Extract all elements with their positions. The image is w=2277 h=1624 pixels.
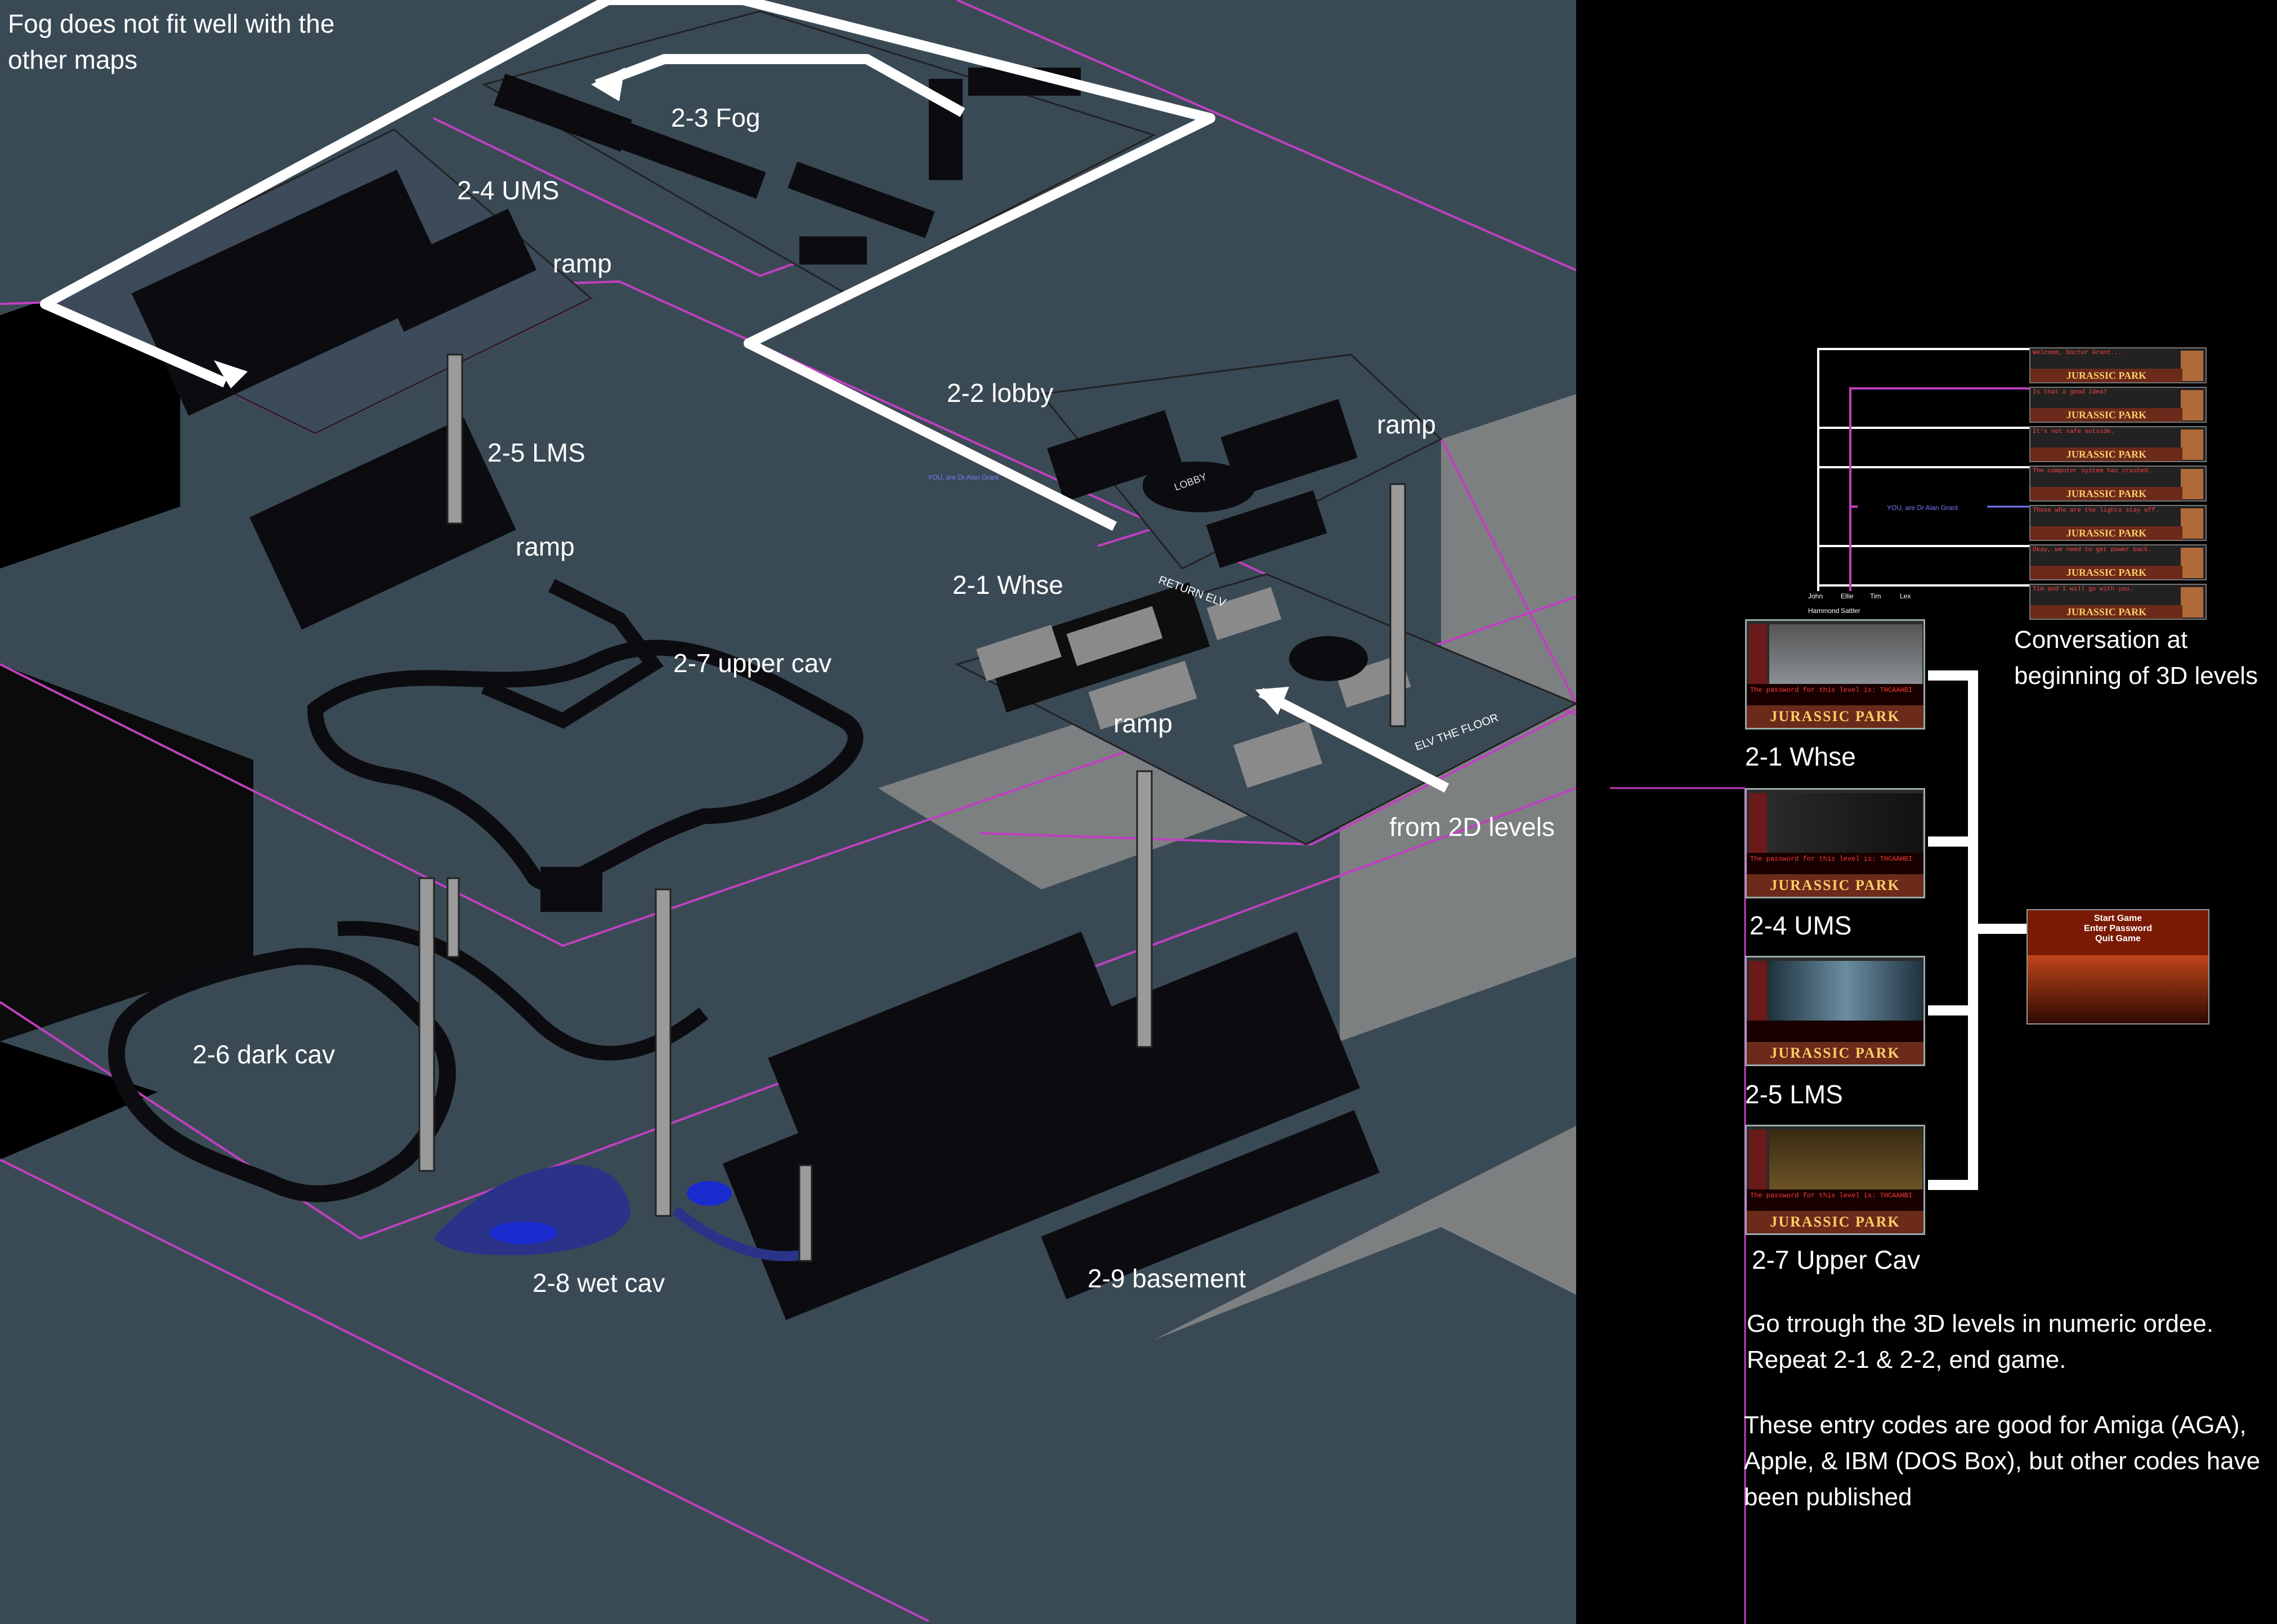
screenshot-2-1: The password for this level is: THCAAHBI… bbox=[1745, 619, 1925, 730]
char-john: John bbox=[1808, 592, 1823, 600]
level-label-2-7: 2-7 upper cav bbox=[673, 648, 832, 678]
menu-quit-game: Quit Game bbox=[2095, 934, 2141, 943]
route-arrow-fog bbox=[591, 68, 625, 101]
screenshot-2-7: The password for this level is: THCAAHBI… bbox=[1745, 1125, 1925, 1235]
shadow-wedge-mid bbox=[0, 664, 253, 1041]
conversation-row-1: Welcome, Doctor Grant...JURASSIC PARK bbox=[2029, 347, 2207, 383]
floor-2-3-fog bbox=[482, 10, 1156, 294]
tiny-grant-note: YOU, are Dr Alan Grant bbox=[928, 473, 999, 481]
elevator-shafts bbox=[418, 354, 1406, 1262]
conversation-row-7: Tim and I will go with you.JURASSIC PARK bbox=[2029, 584, 2207, 620]
panel-connectors bbox=[1610, 348, 2029, 1624]
level-label-2-2: 2-2 lobby bbox=[947, 378, 1054, 408]
ramp-label-lobby: ramp bbox=[1377, 410, 1436, 439]
shadow-wedge-low bbox=[0, 1041, 158, 1160]
title-menu-screenshot: Start Game Enter Password Quit Game bbox=[2027, 909, 2209, 1024]
level-label-2-4: 2-4 UMS bbox=[457, 176, 560, 205]
char-hammond: Hammond bbox=[1808, 607, 1840, 615]
route-lines bbox=[40, 0, 1450, 793]
menu-enter-password: Enter Password bbox=[2084, 924, 2152, 933]
level-label-2-1: 2-1 Whse bbox=[952, 570, 1063, 600]
from-2d-label: from 2D levels bbox=[1389, 812, 1555, 842]
conversation-row-4: The computer system has crashed.JURASSIC… bbox=[2029, 466, 2207, 502]
char-sattler: Sattler bbox=[1841, 607, 1860, 615]
conversation-row-6: Okay, we need to get power back.JURASSIC… bbox=[2029, 544, 2207, 580]
whse-center-pad bbox=[1289, 636, 1368, 681]
conversation-row-3: It's not safe outside.JURASSIC PARK bbox=[2029, 426, 2207, 462]
conversation-row-5: Those who are the lights stay off.JURASS… bbox=[2029, 505, 2207, 541]
route-arrow-whse bbox=[1255, 687, 1289, 715]
codes-note: These entry codes are good for Amiga (AG… bbox=[1744, 1411, 2261, 1511]
char-ellie: Ellie bbox=[1841, 592, 1854, 600]
warehouse-shelves bbox=[976, 587, 1411, 788]
ramp-label-lms: ramp bbox=[516, 532, 575, 561]
wet-cav-water bbox=[433, 1164, 800, 1261]
level-label-2-5: 2-5 LMS bbox=[487, 438, 585, 467]
ramp-label-ums: ramp bbox=[553, 249, 612, 278]
screenshot-2-5: JURASSIC PARK bbox=[1745, 956, 1925, 1066]
grey-wall-lower bbox=[1154, 1126, 1576, 1340]
conversation-note: Conversation at beginning of 3D levels bbox=[2014, 626, 2258, 690]
level-label-2-9: 2-9 basement bbox=[1088, 1264, 1246, 1293]
fog-note: Fog does not fit well with the other map… bbox=[8, 9, 335, 75]
conversation-row-2: Is that a good idea?JURASSIC PARK bbox=[2029, 387, 2207, 423]
level-label-2-6: 2-6 dark cav bbox=[193, 1040, 335, 1069]
screenshot-label-2-4: 2-4 UMS bbox=[1750, 911, 1852, 940]
screenshot-label-2-5: 2-5 LMS bbox=[1745, 1080, 1843, 1109]
ramp-label-whse: ramp bbox=[1113, 709, 1173, 738]
level-label-2-3: 2-3 Fog bbox=[671, 103, 761, 132]
screenshot-2-4: The password for this level is: THCAAHBI… bbox=[1745, 788, 1925, 898]
grey-wall-upper bbox=[1441, 394, 1576, 704]
menu-start-game: Start Game bbox=[2093, 914, 2142, 923]
lobby-desk bbox=[1143, 462, 1255, 512]
screenshot-label-2-7: 2-7 Upper Cav bbox=[1752, 1245, 1921, 1274]
order-note: Go trrough the 3D levels in numeric orde… bbox=[1747, 1310, 2214, 1374]
char-tim: Tim bbox=[1870, 592, 1881, 600]
route-arrow-ums bbox=[214, 360, 248, 388]
level-label-2-8: 2-8 wet cav bbox=[533, 1268, 665, 1298]
screenshot-label-2-1: 2-1 Whse bbox=[1745, 742, 1856, 771]
isometric-floors bbox=[0, 0, 1576, 1622]
info-panel: Welcome, Doctor Grant...JURASSIC PARK Is… bbox=[1576, 0, 2277, 1624]
grant-note: YOU, are Dr Alan Grant bbox=[1887, 504, 1958, 512]
char-lex: Lex bbox=[1900, 592, 1911, 600]
isometric-map-area: Fog does not fit well with the other map… bbox=[0, 0, 1576, 1624]
